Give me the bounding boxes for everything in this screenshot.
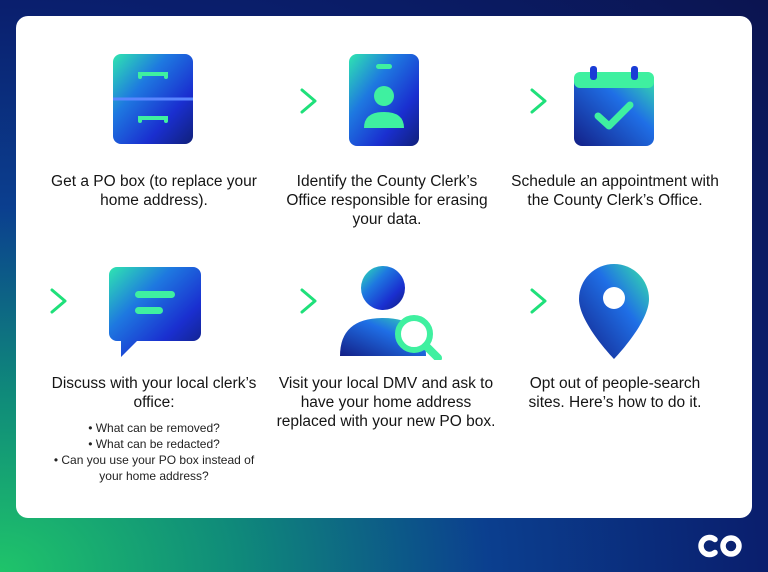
arrow-icon [456,288,547,314]
arrow-icon [226,288,317,314]
step-1 [16,16,752,144]
infographic-card: Get a PO box (to replace your home addre… [16,16,752,518]
list-item: Can you use your PO box instead of your … [46,452,262,484]
person-search-icon [340,266,442,360]
arrow-icon [226,88,317,114]
step-1-caption: Get a PO box (to replace your home addre… [51,173,257,209]
list-item: What can be removed? [46,420,262,436]
arrow-continue-icon [692,99,752,103]
step-2-caption: Identify the County Clerk’s Office respo… [286,173,488,228]
step-4-bullet-list: What can be removed? What can be redacte… [46,420,262,484]
list-item: What can be redacted? [46,436,262,452]
location-pin-icon [579,264,649,359]
step-6-caption: Opt out of people-search sites. Here’s h… [528,375,702,411]
arrow-icon [456,88,547,114]
id-badge-icon [349,54,419,146]
arrow-icon [16,288,67,314]
calendar-check-icon [574,66,654,146]
brand-logo [698,534,742,558]
step-5-caption: Visit your local DMV and ask to have you… [276,375,496,430]
chat-bubble-icon [109,267,201,357]
step-4-caption: Discuss with your local clerk’s office: [51,375,257,411]
filing-cabinet-icon [113,54,193,144]
step-3-caption: Schedule an appointment with the County … [511,173,719,209]
